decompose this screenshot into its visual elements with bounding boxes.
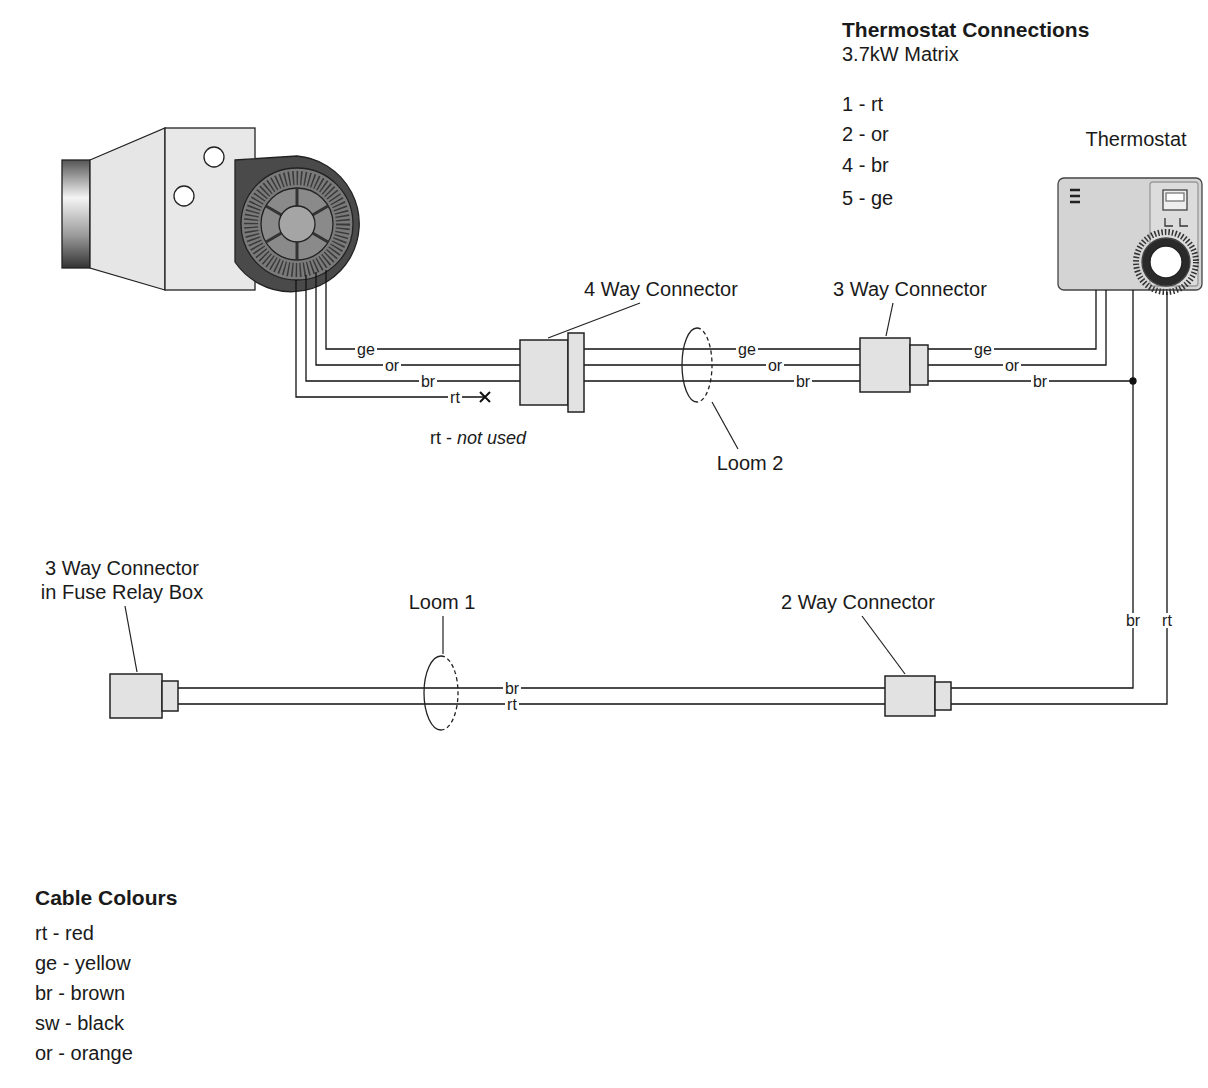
note: rt - <box>430 426 452 450</box>
wire-colour: br <box>1124 613 1142 628</box>
looms <box>424 328 712 730</box>
heater-unit <box>62 128 359 292</box>
connectors <box>110 333 951 718</box>
colour-key: rt - red <box>35 921 94 945</box>
part-name: 3 Way Connector <box>833 277 987 301</box>
legend-heading: Cable Colours <box>35 886 177 910</box>
wire-colour: ge <box>736 342 758 357</box>
wire-colour: br <box>794 374 812 389</box>
pin-entry: 1 - rt <box>842 92 883 116</box>
loom-name: Loom 1 <box>409 590 476 614</box>
colour-key: br - brown <box>35 981 125 1005</box>
subheading: 3.7kW Matrix <box>842 42 959 66</box>
note: not used <box>457 426 526 450</box>
pin-entry: 4 - br <box>842 153 889 177</box>
wire-colour: br <box>419 374 437 389</box>
part-name: Thermostat <box>1085 127 1186 151</box>
loom-name: Loom 2 <box>717 451 784 475</box>
wire-colour: or <box>766 358 784 373</box>
wire-colour: rt <box>505 697 519 712</box>
colour-key: ge - yellow <box>35 951 131 975</box>
wire-colour: rt <box>448 390 462 405</box>
wire-colour: br <box>1031 374 1049 389</box>
pin-entry: 5 - ge <box>842 186 893 210</box>
leader-lines <box>125 303 905 674</box>
pin-entry: 2 - or <box>842 122 889 146</box>
wires <box>178 270 1167 704</box>
part-name: 4 Way Connector <box>584 277 738 301</box>
wire-colour: rt <box>1160 613 1174 628</box>
wire-colour: or <box>383 358 401 373</box>
wire-colour: ge <box>972 342 994 357</box>
wire-colour: br <box>503 681 521 696</box>
thermostat-unit <box>1058 178 1202 292</box>
colour-key: or - orange <box>35 1041 133 1065</box>
heading: Thermostat Connections <box>842 18 1089 42</box>
wire-colour: or <box>1003 358 1021 373</box>
colour-key: sw - black <box>35 1011 124 1035</box>
part-name: 3 Way Connector in Fuse Relay Box <box>38 556 207 604</box>
wire-colour: ge <box>355 342 377 357</box>
part-name: 2 Way Connector <box>781 590 935 614</box>
